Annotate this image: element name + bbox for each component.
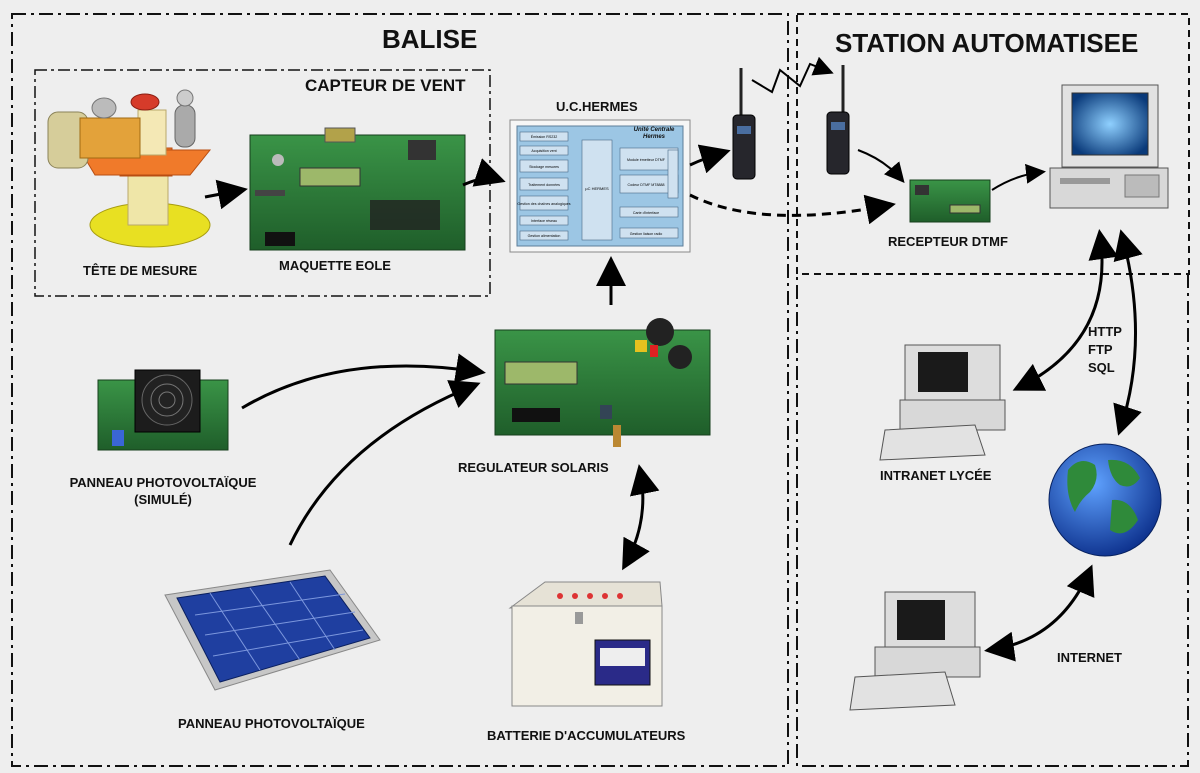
uc-header-text: Unité Centrale Hermes [633,127,675,140]
radio-emitter [732,68,756,180]
arrow-uc-recepteur [689,193,896,225]
batterie-label: BATTERIE D'ACCUMULATEURS [487,728,686,743]
uc-left-block-label: Émission RS232 [531,134,558,139]
station-outer-border [796,274,1189,767]
protocol-http: HTTP [1088,324,1122,339]
anemometer-image [47,89,212,248]
arrow-maquette-uc [462,158,506,187]
station-title: STATION AUTOMATISEE [835,28,1139,58]
uc-left-block-label: Stockage mesures [529,165,559,169]
arrow-tete-maquette [204,179,248,210]
protocol-ftp: FTP [1088,342,1113,357]
station-region [796,13,1190,275]
arrow-recepteur-pc [991,163,1046,191]
radio-link [751,56,834,94]
panneau-simule-label-2: (SIMULÉ) [134,492,192,507]
arrow-radio-recepteur [857,149,905,184]
protocol-sql: SQL [1088,360,1115,375]
internet-label: INTERNET [1057,650,1122,665]
recepteur-label: RECEPTEUR DTMF [888,234,1008,249]
arrow-regulateur-batterie [622,464,660,571]
intranet-label: INTRANET LYCÉE [880,468,992,483]
regulateur-label: REGULATEUR SOLARIS [458,460,609,475]
internet-globe [1048,443,1162,557]
panneau-label: PANNEAU PHOTOVOLTAÏQUE [178,716,365,731]
arrow-uc-radio [689,144,731,174]
maquette-eole-board [249,127,466,251]
arrow-simule-regulateur [241,353,486,410]
panneau-simule-board [97,369,229,451]
batterie-image [508,581,663,707]
maquette-label: MAQUETTE EOLE [279,258,391,273]
regulateur-solaris-board [494,318,711,447]
station-computer [1049,84,1169,209]
panneau-solaire-image [164,569,381,691]
uc-hermes-diagram [509,119,691,253]
recepteur-dtmf-board [909,179,991,223]
uc-left-block-label: Gestion alimentation [528,234,561,238]
tete-mesure-label: TÊTE DE MESURE [83,263,198,278]
panneau-simule-label-1: PANNEAU PHOTOVOLTAÏQUE [69,475,257,490]
uc-right-block-label: Module émetteur DTMF [627,158,666,162]
uc-right-block-label: Carte d'interface [633,211,659,215]
balise-region [11,13,789,767]
arrow-globe-internet [984,564,1095,662]
uc-left-block-label: Acquisition vent [531,149,556,153]
balise-title: BALISE [382,24,478,54]
arrow-panneau-regulateur [288,380,481,546]
arrow-station-globe [1113,229,1143,436]
arrow-station-intranet [1012,229,1119,391]
uc-right-block-label: Gestion liaison radio [630,232,663,236]
uc-right-block-label: Codeur DTMF MT8888 [628,183,665,187]
intranet-computer [879,344,1006,461]
internet-computer [849,591,981,711]
uc-left-block-label: Gestion des chaînes analogiques [517,202,570,206]
capteur-title: CAPTEUR DE VENT [305,76,466,95]
radio-receiver [826,65,850,175]
uc-center-block-label: µC HERMES [585,186,609,191]
uc-hermes-label: U.C.HERMES [556,99,638,114]
uc-left-block-label: Traitement données [528,183,560,187]
uc-left-block-label: Interface réseau [531,219,557,223]
